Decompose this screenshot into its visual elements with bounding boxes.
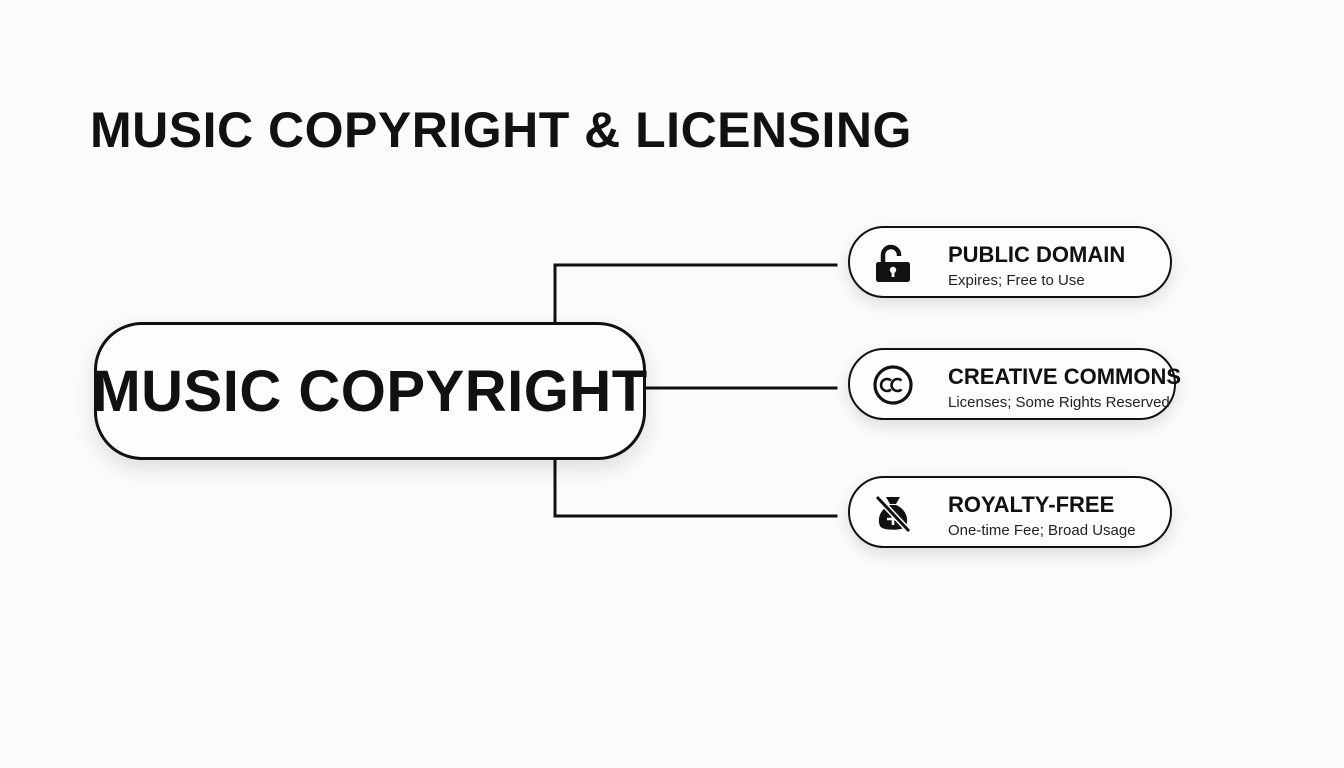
branch-subtitle: Licenses; Some Rights Reserved bbox=[948, 394, 1170, 411]
creative-commons-icon bbox=[872, 364, 914, 406]
central-node-label: MUSIC COPYRIGHT bbox=[92, 358, 648, 424]
branch-title: CREATIVE COMMONS bbox=[948, 364, 1182, 389]
unlocked-padlock-icon bbox=[872, 242, 914, 284]
branch-creative-commons: CREATIVE COMMONS Licenses; Some Rights R… bbox=[848, 348, 1181, 420]
page-title: MUSIC COPYRIGHT & LICENSING bbox=[90, 102, 912, 158]
branch-subtitle: One-time Fee; Broad Usage bbox=[948, 522, 1136, 539]
branch-royalty-free: ROYALTY-FREE One-time Fee; Broad Usage bbox=[848, 476, 1172, 548]
branch-title: ROYALTY-FREE bbox=[948, 492, 1115, 517]
branch-public-domain: PUBLIC DOMAIN Expires; Free to Use bbox=[848, 226, 1172, 298]
branch-subtitle: Expires; Free to Use bbox=[948, 272, 1085, 289]
central-node: MUSIC COPYRIGHT bbox=[92, 322, 648, 460]
branch-title: PUBLIC DOMAIN bbox=[948, 242, 1126, 267]
crossed-money-bag-icon bbox=[872, 492, 914, 534]
